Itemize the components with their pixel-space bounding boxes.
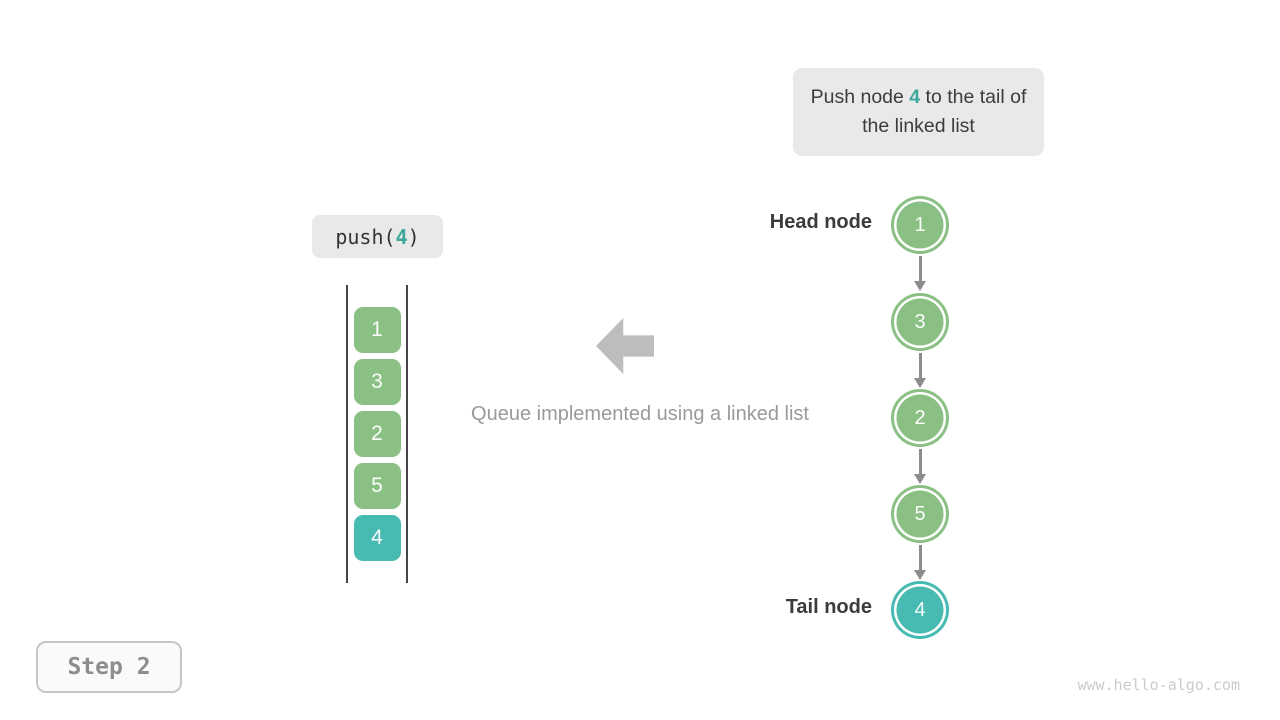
linked-list-node: 5 [894, 488, 946, 540]
diagram-caption: Queue implemented using a linked list [471, 403, 809, 425]
queue-item: 3 [353, 359, 401, 405]
queue-container: 1 3 2 5 4 [346, 285, 408, 583]
queue-item: 5 [353, 463, 401, 509]
step-badge: Step 2 [36, 641, 182, 693]
down-arrow-icon [908, 449, 932, 484]
queue-item: 1 [353, 307, 401, 353]
queue-item: 2 [353, 411, 401, 457]
queue-item-new: 4 [353, 515, 401, 561]
watermark: www.hello-algo.com [1077, 676, 1240, 694]
callout-text-suffix: to the tail of the linked list [862, 86, 1027, 137]
push-label-suffix: ) [407, 224, 420, 249]
callout-push-description: Push node 4 to the tail of the linked li… [793, 68, 1044, 156]
linked-list-node-tail: 4 [894, 584, 946, 636]
head-node-label: Head node [769, 211, 872, 233]
down-arrow-icon [908, 353, 932, 388]
tail-node-label: Tail node [785, 596, 872, 618]
down-arrow-icon [908, 545, 932, 580]
callout-text: Push node 4 to the tail of the linked li… [807, 83, 1030, 141]
push-label-value: 4 [395, 224, 408, 249]
callout-text-prefix: Push node [810, 86, 910, 108]
linked-list-node: 1 [894, 199, 946, 251]
callout-highlight-value: 4 [909, 86, 921, 108]
down-arrow-icon [908, 256, 932, 291]
left-block-arrow-icon [596, 318, 654, 374]
linked-list-node: 3 [894, 296, 946, 348]
push-label-prefix: push( [335, 224, 396, 249]
push-operation-label: push(4) [312, 215, 443, 258]
linked-list-node: 2 [894, 392, 946, 444]
